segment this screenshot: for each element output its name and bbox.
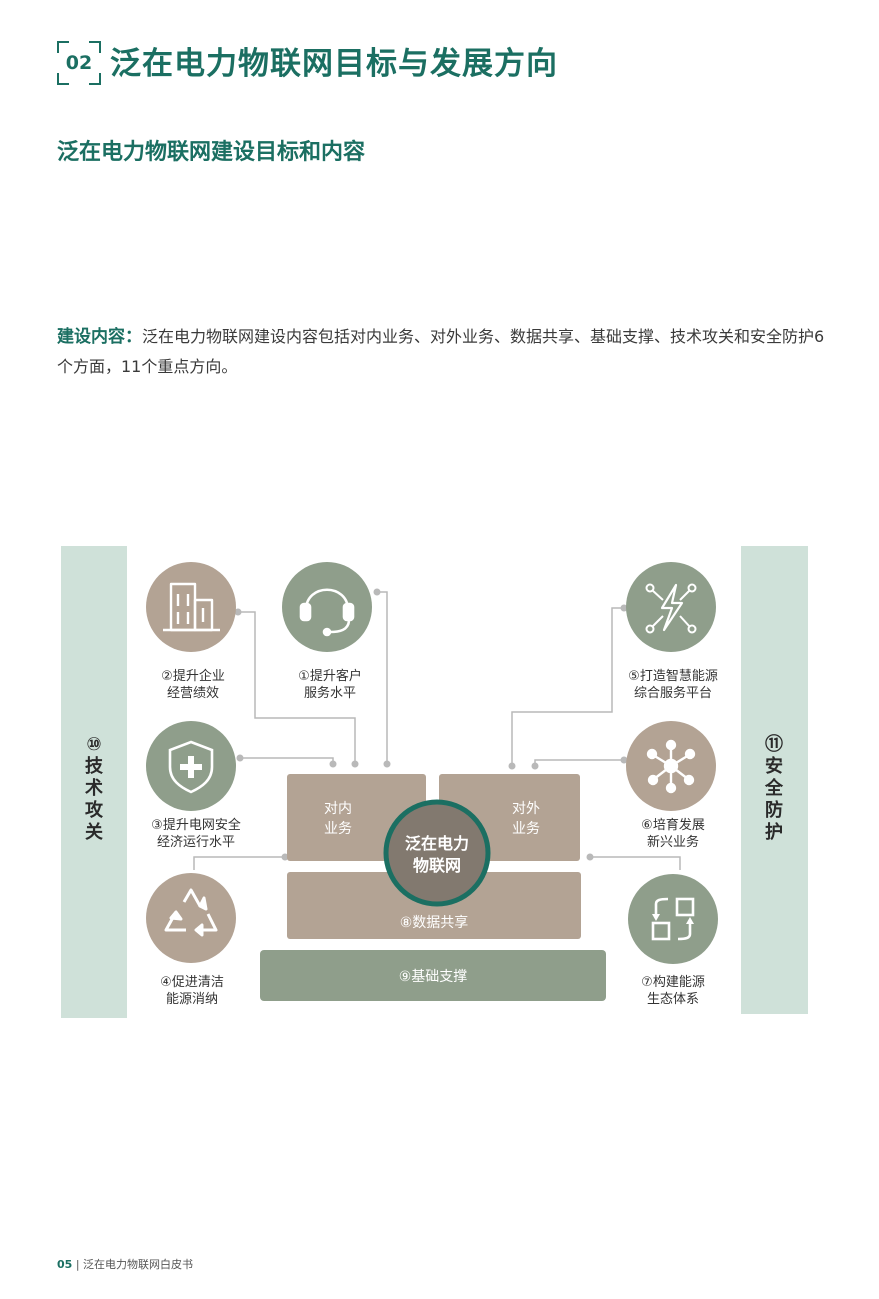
connector-lines: [193, 591, 681, 870]
svg-text:⑩: ⑩: [86, 734, 101, 755]
connector-dots: [234, 588, 628, 861]
building-icon: [163, 582, 220, 632]
item-label-6: 新兴业务: [647, 834, 699, 850]
center-circle: [383, 799, 491, 907]
headset-icon: [299, 588, 355, 637]
page-number: 05: [57, 1258, 73, 1271]
shield-plus-icon: [168, 740, 214, 794]
item-label-3: 经济运行水平: [157, 835, 235, 850]
svg-text:护: 护: [765, 821, 783, 843]
item-label-2: ②提升企业: [161, 668, 225, 684]
item-circle-7: [628, 874, 718, 964]
iot-structure-diagram: ⑩ 技 术 攻 关 ⑪ 安 全 防 护 对内 业务 对外 业务: [61, 546, 808, 1018]
page-footer: 05 | 泛在电力物联网白皮书: [57, 1257, 193, 1273]
side-bar-tech: [61, 546, 127, 1018]
item-circle-2: [146, 562, 236, 652]
internal-business-label: 业务: [324, 821, 352, 837]
side-bar-security: [741, 546, 808, 1014]
item-label-1: ①提升客户: [298, 668, 362, 684]
svg-text:全: 全: [764, 777, 784, 799]
item-label-6: ⑥培育发展: [641, 817, 705, 833]
data-sharing-label: ⑧数据共享: [400, 914, 469, 931]
item-label-3: ③提升电网安全: [151, 817, 241, 833]
recycle-icon: [164, 888, 218, 937]
center-label: 泛在电力: [405, 834, 469, 853]
side-label-tech: ⑩ 技 术 攻 关: [85, 734, 104, 843]
item-circle-4: [146, 873, 236, 963]
item-label-2: 经营绩效: [167, 686, 219, 701]
hub-network-icon: [646, 739, 696, 794]
squares-cycle-icon: [651, 897, 695, 941]
item-label-4: 能源消纳: [166, 992, 218, 1007]
section-title: 泛在电力物联网建设目标和内容: [57, 140, 366, 165]
external-business-label: 业务: [512, 821, 540, 837]
svg-text:术: 术: [85, 777, 103, 799]
content-paragraph: 建设内容：泛在电力物联网建设内容包括对内业务、对外业务、数据共享、基础支撑、技术…: [57, 322, 827, 382]
document-name: 泛在电力物联网白皮书: [83, 1258, 194, 1271]
item-label-7: 生态体系: [647, 992, 699, 1007]
svg-text:攻: 攻: [85, 799, 104, 821]
external-business-label: 对外: [512, 801, 540, 817]
svg-text:技: 技: [85, 755, 104, 777]
svg-text:防: 防: [765, 799, 783, 821]
svg-text:关: 关: [85, 821, 103, 843]
center-label: 物联网: [413, 856, 461, 875]
item-label-5: 综合服务平台: [634, 685, 712, 701]
item-label-5: ⑤打造智慧能源: [628, 668, 718, 684]
base-support-label: ⑨基础支撑: [399, 968, 468, 985]
block-base-support: [260, 950, 606, 1001]
footer-separator: |: [75, 1258, 80, 1271]
section-number: 02: [65, 52, 93, 74]
item-label-1: 服务水平: [304, 685, 356, 701]
content-lead: 建设内容：: [57, 327, 142, 347]
item-circle-1: [282, 562, 372, 652]
item-label-7: ⑦构建能源: [641, 975, 705, 990]
item-label-4: ④促进清洁: [160, 975, 224, 990]
lightning-network-icon: [645, 583, 697, 634]
content-text: 泛在电力物联网建设内容包括对内业务、对外业务、数据共享、基础支撑、技术攻关和安全…: [57, 327, 825, 376]
section-badge: 02: [57, 41, 101, 85]
side-label-security: ⑪ 安 全 防 护: [764, 733, 784, 843]
svg-text:⑪: ⑪: [765, 733, 783, 755]
svg-text:安: 安: [765, 755, 783, 777]
internal-business-label: 对内: [324, 801, 352, 817]
page-title: 泛在电力物联网目标与发展方向: [110, 46, 558, 82]
